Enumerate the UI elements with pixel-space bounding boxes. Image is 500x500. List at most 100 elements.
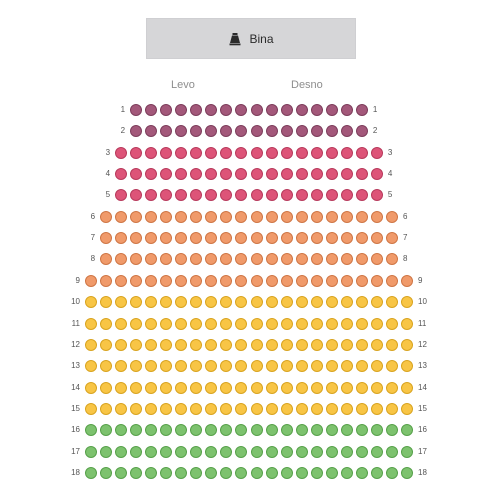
seat[interactable] (220, 317, 233, 330)
seat[interactable] (310, 296, 323, 309)
seat[interactable] (115, 317, 128, 330)
seat[interactable] (145, 125, 158, 138)
seat[interactable] (355, 445, 368, 458)
seat[interactable] (175, 296, 188, 309)
seat[interactable] (220, 445, 233, 458)
seat[interactable] (280, 125, 293, 138)
seat[interactable] (100, 381, 113, 394)
seat[interactable] (325, 296, 338, 309)
seat[interactable] (250, 424, 263, 437)
seat[interactable] (355, 210, 368, 223)
seat[interactable] (205, 445, 218, 458)
seat[interactable] (295, 360, 308, 373)
seat[interactable] (295, 274, 308, 287)
seat[interactable] (130, 210, 143, 223)
seat[interactable] (100, 445, 113, 458)
seat[interactable] (370, 146, 383, 159)
seat[interactable] (280, 232, 293, 245)
seat[interactable] (130, 296, 143, 309)
seat[interactable] (220, 146, 233, 159)
seat[interactable] (145, 146, 158, 159)
seat[interactable] (385, 232, 398, 245)
seat[interactable] (295, 381, 308, 394)
seat[interactable] (340, 253, 353, 266)
seat[interactable] (115, 168, 128, 181)
seat[interactable] (355, 317, 368, 330)
seat[interactable] (310, 274, 323, 287)
seat[interactable] (235, 189, 248, 202)
seat[interactable] (130, 338, 143, 351)
seat[interactable] (160, 317, 173, 330)
seat[interactable] (205, 424, 218, 437)
seat[interactable] (370, 210, 383, 223)
seat[interactable] (265, 296, 278, 309)
seat[interactable] (84, 466, 97, 479)
seat[interactable] (190, 338, 203, 351)
seat[interactable] (265, 317, 278, 330)
seat[interactable] (235, 360, 248, 373)
seat[interactable] (190, 189, 203, 202)
seat[interactable] (355, 189, 368, 202)
seat[interactable] (220, 296, 233, 309)
seat[interactable] (370, 360, 383, 373)
seat[interactable] (265, 424, 278, 437)
seat[interactable] (280, 296, 293, 309)
seat[interactable] (205, 125, 218, 138)
seat[interactable] (175, 168, 188, 181)
seat[interactable] (100, 338, 113, 351)
seat[interactable] (130, 232, 143, 245)
seat[interactable] (355, 360, 368, 373)
seat[interactable] (235, 466, 248, 479)
seat[interactable] (370, 232, 383, 245)
seat[interactable] (205, 210, 218, 223)
seat[interactable] (220, 232, 233, 245)
seat[interactable] (235, 232, 248, 245)
seat[interactable] (100, 232, 113, 245)
seat[interactable] (280, 338, 293, 351)
seat[interactable] (100, 210, 113, 223)
seat[interactable] (250, 402, 263, 415)
seat[interactable] (115, 274, 128, 287)
seat[interactable] (401, 445, 414, 458)
seat[interactable] (310, 466, 323, 479)
seat[interactable] (130, 189, 143, 202)
seat[interactable] (145, 232, 158, 245)
seat[interactable] (145, 402, 158, 415)
seat[interactable] (310, 445, 323, 458)
seat[interactable] (310, 381, 323, 394)
seat[interactable] (205, 296, 218, 309)
seat[interactable] (175, 381, 188, 394)
seat[interactable] (160, 381, 173, 394)
seat[interactable] (385, 317, 398, 330)
seat[interactable] (160, 445, 173, 458)
seat[interactable] (145, 466, 158, 479)
seat[interactable] (220, 168, 233, 181)
seat[interactable] (115, 424, 128, 437)
seat[interactable] (310, 168, 323, 181)
seat[interactable] (130, 125, 143, 138)
seat[interactable] (340, 104, 353, 116)
seat[interactable] (175, 466, 188, 479)
seat[interactable] (130, 424, 143, 437)
seat[interactable] (310, 424, 323, 437)
seat[interactable] (160, 146, 173, 159)
seat[interactable] (355, 232, 368, 245)
seat[interactable] (205, 338, 218, 351)
seat[interactable] (145, 360, 158, 373)
seat[interactable] (115, 402, 128, 415)
seat[interactable] (235, 125, 248, 138)
seat[interactable] (100, 274, 113, 287)
seat[interactable] (160, 189, 173, 202)
seat[interactable] (100, 402, 113, 415)
seat[interactable] (175, 360, 188, 373)
seat[interactable] (175, 338, 188, 351)
seat[interactable] (175, 253, 188, 266)
seat[interactable] (160, 402, 173, 415)
seat[interactable] (130, 381, 143, 394)
seat[interactable] (175, 317, 188, 330)
seat[interactable] (130, 104, 143, 116)
seat[interactable] (84, 338, 97, 351)
seat[interactable] (265, 125, 278, 138)
seat[interactable] (100, 317, 113, 330)
seat[interactable] (190, 317, 203, 330)
